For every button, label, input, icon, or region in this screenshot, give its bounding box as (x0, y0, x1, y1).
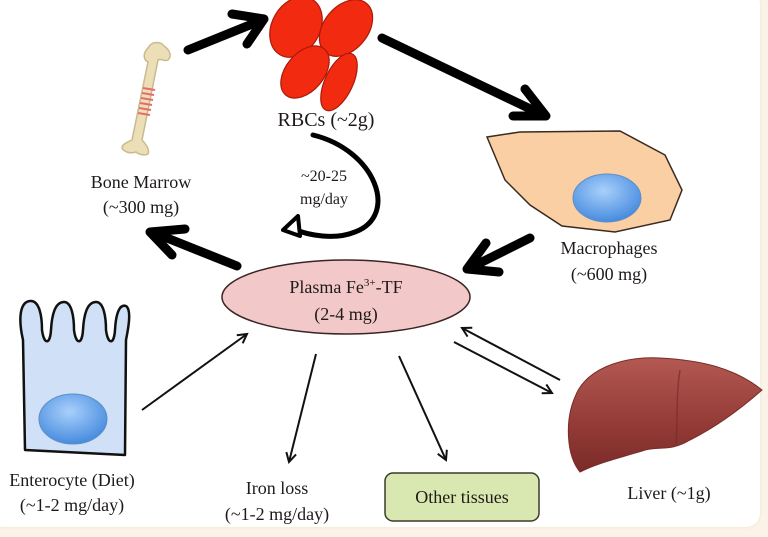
plasma-label: Plasma Fe3+-TF (289, 277, 402, 297)
macrophages-label: Macrophages (561, 238, 658, 258)
enterocyte-label: Enterocyte (Diet) (9, 470, 134, 491)
rbc-icon (269, 0, 323, 58)
enterocyte-nucleus-icon (38, 393, 108, 445)
bone-marrow-label: Bone Marrow (91, 172, 191, 192)
arrow-liver-to-plasma (462, 328, 561, 381)
rbc-icon (320, 52, 358, 112)
other-tissues-label: Other tissues (415, 487, 509, 507)
macrophage-icon (485, 130, 683, 233)
plasma-transferrin-node (221, 259, 471, 335)
enterocyte-amount: (~1-2 mg/day) (20, 495, 124, 516)
macrophages-amount: (~600 mg) (571, 264, 647, 285)
liver-label: Liver (~1g) (627, 483, 710, 504)
arrow-macrophages-to-plasma (462, 233, 535, 277)
rbc-cluster-icon (269, 0, 374, 112)
iron-loss-label: Iron loss (246, 478, 309, 498)
arrow-plasma-to-other-tissues (398, 355, 446, 460)
bone-icon (121, 41, 171, 156)
macrophage-nucleus-icon (572, 173, 642, 223)
arrow-enterocyte-to-plasma (141, 334, 247, 411)
arrow-plasma-to-liver (453, 341, 552, 393)
plasma-label-suffix: -TF (376, 277, 403, 297)
arrow-plasma-to-marrow (145, 224, 242, 271)
plasma-amount: (2-4 mg) (314, 304, 377, 325)
iron-loss-amount: (~1-2 mg/day) (225, 504, 329, 525)
recycling-rate-label: ~20-25 (301, 168, 347, 185)
recycling-rate-unit: mg/day (300, 191, 348, 208)
plasma-label-superscript: 3+ (364, 277, 376, 289)
rbcs-label: RBCs (~2g) (278, 109, 375, 131)
other-tissues-node (384, 472, 540, 522)
bone-marrow-amount: (~300 mg) (103, 197, 179, 218)
rbc-icon (280, 45, 330, 99)
enterocyte-icon (19, 299, 131, 457)
arrow-plasma-to-iron-loss (289, 353, 317, 462)
liver-icon (567, 357, 763, 473)
plasma-label-prefix: Plasma Fe (289, 277, 364, 297)
arrow-rbc-recycling-curve (281, 132, 381, 239)
arrow-marrow-to-rbcs (183, 9, 269, 55)
arrow-rbcs-to-macrophages (377, 33, 551, 121)
